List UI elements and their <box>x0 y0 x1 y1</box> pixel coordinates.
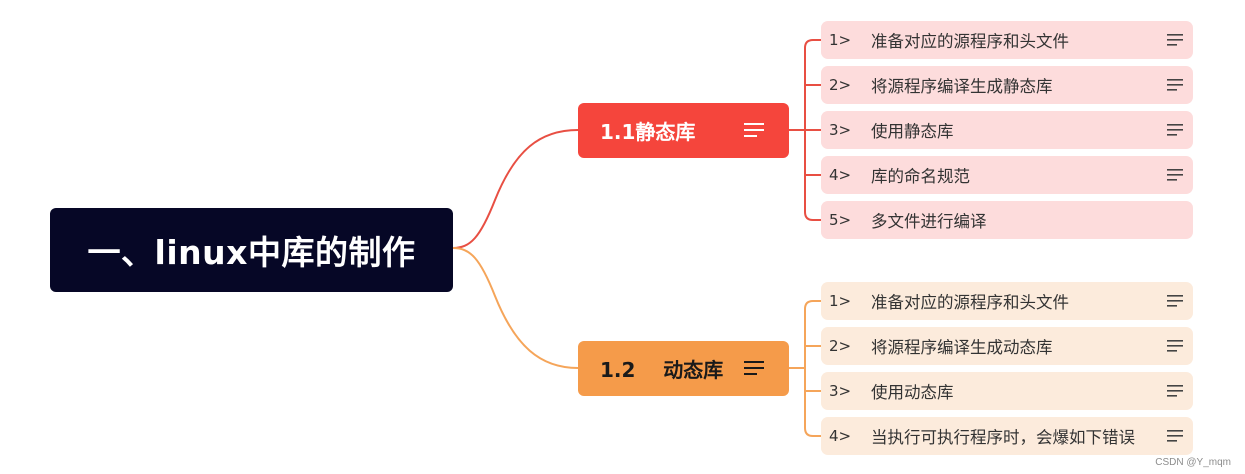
item-text: 准备对应的源程序和头文件 <box>871 32 1069 51</box>
item-text: 准备对应的源程序和头文件 <box>871 293 1069 312</box>
item-text: 当执行可执行程序时，会爆如下错误 <box>871 428 1135 447</box>
item-number: 1> <box>829 292 852 310</box>
item-number: 1> <box>829 31 852 49</box>
item-text: 多文件进行编译 <box>871 212 987 231</box>
connector-root-branch1 <box>452 129 579 249</box>
list-item[interactable]: 4> 库的命名规范 <box>821 156 1193 194</box>
branch-label: 1.2 动态库 <box>600 358 724 382</box>
item-number: 4> <box>829 427 852 445</box>
item-text: 将源程序编译生成静态库 <box>871 77 1053 96</box>
menu-lines-icon[interactable] <box>1167 168 1183 182</box>
list-item[interactable]: 1> 准备对应的源程序和头文件 <box>821 282 1193 320</box>
root-node[interactable]: 一、linux中库的制作 <box>50 208 453 292</box>
root-label: 一、linux中库的制作 <box>87 233 416 272</box>
menu-lines-icon[interactable] <box>1167 429 1183 443</box>
item-number: 2> <box>829 76 852 94</box>
item-text: 库的命名规范 <box>871 167 970 186</box>
item-text: 使用动态库 <box>871 383 954 402</box>
item-number: 3> <box>829 121 852 139</box>
item-text: 使用静态库 <box>871 122 954 141</box>
item-text: 将源程序编译生成动态库 <box>871 338 1053 357</box>
list-item[interactable]: 5> 多文件进行编译 <box>821 201 1193 239</box>
branch-label: 1.1静态库 <box>600 120 696 144</box>
menu-lines-icon[interactable] <box>744 360 764 376</box>
connector-branch2-items <box>789 300 821 437</box>
watermark: CSDN @Y_mqm <box>1155 457 1231 468</box>
menu-lines-icon[interactable] <box>1167 33 1183 47</box>
list-item[interactable]: 2> 将源程序编译生成动态库 <box>821 327 1193 365</box>
menu-lines-icon[interactable] <box>1167 384 1183 398</box>
menu-lines-icon[interactable] <box>1167 339 1183 353</box>
branch-node-static-lib[interactable]: 1.1静态库 <box>578 103 789 158</box>
list-item[interactable]: 4> 当执行可执行程序时，会爆如下错误 <box>821 417 1193 455</box>
item-number: 2> <box>829 337 852 355</box>
item-number: 3> <box>829 382 852 400</box>
branch-node-dynamic-lib[interactable]: 1.2 动态库 <box>578 341 789 396</box>
item-number: 4> <box>829 166 852 184</box>
list-item[interactable]: 1> 准备对应的源程序和头文件 <box>821 21 1193 59</box>
menu-lines-icon[interactable] <box>744 122 764 138</box>
list-item[interactable]: 2> 将源程序编译生成静态库 <box>821 66 1193 104</box>
item-number: 5> <box>829 211 852 229</box>
connector-root-branch2 <box>452 247 579 369</box>
list-item[interactable]: 3> 使用静态库 <box>821 111 1193 149</box>
menu-lines-icon[interactable] <box>1167 294 1183 308</box>
menu-lines-icon[interactable] <box>1167 123 1183 137</box>
list-item[interactable]: 3> 使用动态库 <box>821 372 1193 410</box>
connector-branch1-items <box>789 39 821 221</box>
menu-lines-icon[interactable] <box>1167 78 1183 92</box>
